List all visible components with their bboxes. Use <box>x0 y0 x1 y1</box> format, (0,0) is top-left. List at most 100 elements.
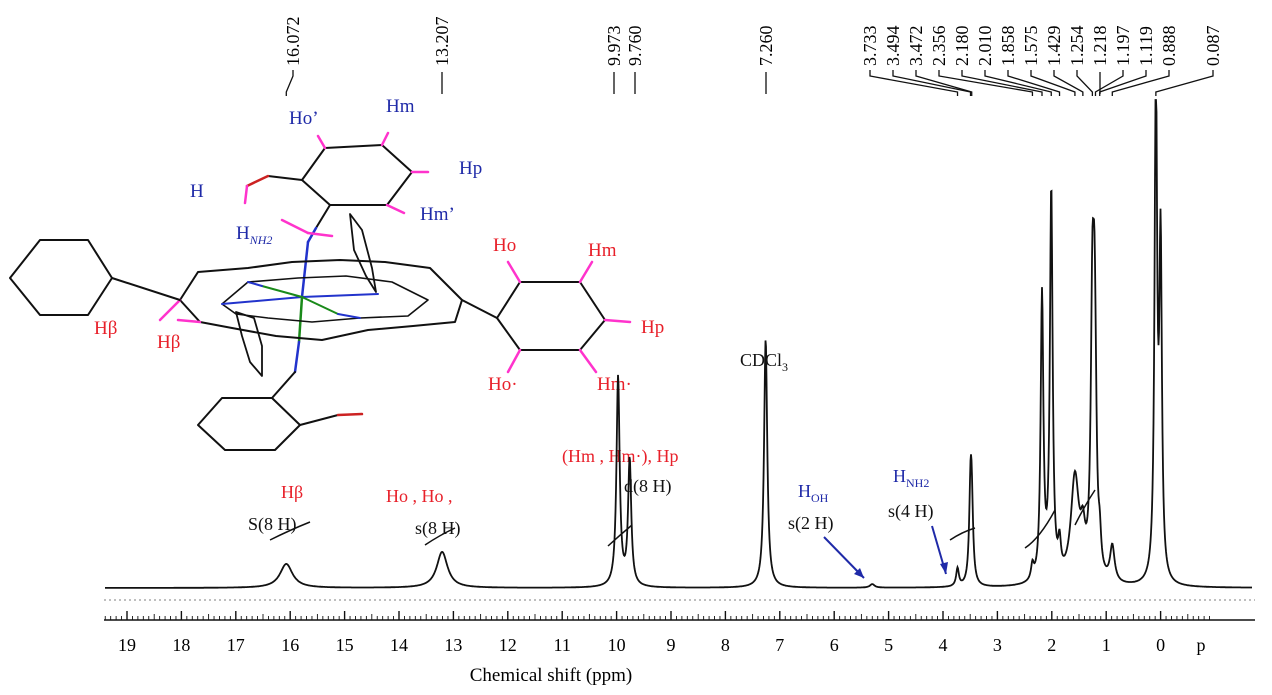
x-tick-label: 12 <box>499 635 517 655</box>
spectrum <box>105 99 1252 589</box>
peak-label: 1.575 <box>1021 26 1041 67</box>
peak-label-leader <box>1076 70 1094 96</box>
x-tick-label: 4 <box>939 635 948 655</box>
label-hm-top: Hm <box>386 96 415 117</box>
label-h-nh2: HNH2 <box>236 223 272 247</box>
peak-label: 0.888 <box>1159 26 1179 67</box>
peak-annotation: s(8 H) <box>415 518 461 539</box>
x-tick-label: 0 <box>1156 635 1165 655</box>
peak-label: 16.072 <box>283 17 303 67</box>
peak-label-leader <box>1155 70 1214 96</box>
x-tick-label: 7 <box>775 635 784 655</box>
peak-label: 2.180 <box>952 26 972 67</box>
x-tick-label: 17 <box>227 635 245 655</box>
x-tick-label: 10 <box>608 635 626 655</box>
top-phenyl-ring <box>301 144 413 206</box>
peak-label-leader <box>892 70 972 96</box>
peak-label: 1.197 <box>1113 26 1133 67</box>
peak-label-leader <box>938 70 1034 96</box>
peak-label: 3.472 <box>906 26 926 67</box>
x-tick-label: 5 <box>884 635 893 655</box>
label-hm-prime-top: Hm’ <box>420 204 455 225</box>
x-tick-label: 18 <box>172 635 190 655</box>
peak-label: 3.733 <box>860 26 880 67</box>
peak-label: 1.429 <box>1044 26 1064 67</box>
x-tick-label: 19 <box>118 635 136 655</box>
integral-mark <box>1074 489 1096 526</box>
peak-annotation: Ho , Ho , <box>386 486 453 506</box>
label-ho-right: Ho <box>493 235 516 256</box>
label-hp-top: Hp <box>459 158 482 179</box>
x-unit-trailing-label: p <box>1197 635 1206 655</box>
arrow-oh-head <box>854 568 864 578</box>
x-tick-label: 14 <box>390 635 408 655</box>
x-tick-label: 9 <box>667 635 676 655</box>
peak-annotation: HOH <box>798 481 829 505</box>
arrow-nh2-head <box>940 562 948 574</box>
molecule-structure <box>9 131 632 451</box>
peak-label-leader <box>1030 70 1076 96</box>
porphyrin-outer <box>179 259 463 341</box>
spectrum-trace <box>105 99 1252 589</box>
label-hm-dot-right: Hm· <box>597 374 632 395</box>
peak-annotation: CDCl3 <box>740 350 788 374</box>
peak-label-leader <box>984 70 1052 96</box>
peak-label: 9.760 <box>625 26 645 67</box>
x-tick-label: 2 <box>1047 635 1056 655</box>
label-hm-right: Hm <box>588 240 617 261</box>
peak-annotation: s(2 H) <box>788 513 834 534</box>
integral-mark <box>949 527 976 541</box>
peak-annotations: HβS(8 H)Ho , Ho ,s(8 H)(Hm , Hm·), Hpd(8… <box>248 350 1096 579</box>
peak-label-leader <box>1007 70 1061 96</box>
integral-mark <box>424 527 456 546</box>
peak-label: 1.858 <box>998 26 1018 67</box>
x-tick-label: 13 <box>444 635 462 655</box>
peak-annotation: HNH2 <box>893 466 929 490</box>
integral-mark <box>1024 509 1056 549</box>
peak-label-leader <box>1099 70 1147 96</box>
x-tick-label: 15 <box>336 635 354 655</box>
x-tick-label: 6 <box>830 635 839 655</box>
peak-label: 7.260 <box>756 26 776 67</box>
peak-label: 3.494 <box>883 26 903 67</box>
x-tick-label: 3 <box>993 635 1002 655</box>
peak-label-leader <box>1094 70 1124 96</box>
x-tick-label: 16 <box>281 635 299 655</box>
label-hp-right: Hp <box>641 317 664 338</box>
peak-label: 2.356 <box>929 26 949 67</box>
peak-label: 1.254 <box>1067 26 1087 67</box>
structure-labels: Ho’ Hm Hp Hm’ H HNH2 Ho Hm Hp Ho· Hm· Hβ… <box>94 96 664 395</box>
label-ho-prime: Ho’ <box>289 108 319 129</box>
peak-label: 1.119 <box>1136 26 1156 66</box>
peak-label-leader <box>961 70 1043 96</box>
integral-mark <box>269 521 311 541</box>
peak-label-leader <box>1053 70 1084 96</box>
peak-annotation: s(4 H) <box>888 501 934 522</box>
peak-label: 9.973 <box>604 26 624 67</box>
x-axis-title: Chemical shift (ppm) <box>470 665 633 686</box>
peak-annotation: d(8 H) <box>624 476 672 497</box>
peak-label: 1.218 <box>1090 26 1110 67</box>
peak-label: 0.087 <box>1203 26 1223 67</box>
peak-label: 13.207 <box>432 17 452 67</box>
peak-label-leader <box>869 70 959 96</box>
label-hbeta-1: Hβ <box>94 318 117 339</box>
label-hbeta-2: Hβ <box>157 332 180 353</box>
peak-label-leader <box>1111 70 1170 96</box>
x-tick-label: 11 <box>554 635 571 655</box>
peak-label-leader <box>915 70 973 96</box>
x-tick-label: 8 <box>721 635 730 655</box>
label-h-oh: H <box>190 181 204 202</box>
right-phenyl-ring <box>496 281 606 351</box>
peak-label: 2.010 <box>975 26 995 67</box>
peak-label-leader <box>285 70 294 96</box>
label-ho-dot-right: Ho· <box>488 374 518 395</box>
peak-annotation: Hβ <box>281 482 303 502</box>
peak-annotation: S(8 H) <box>248 514 297 535</box>
left-ring <box>9 239 113 316</box>
integral-mark <box>607 524 633 547</box>
bottom-phenyl-ring <box>197 397 301 451</box>
